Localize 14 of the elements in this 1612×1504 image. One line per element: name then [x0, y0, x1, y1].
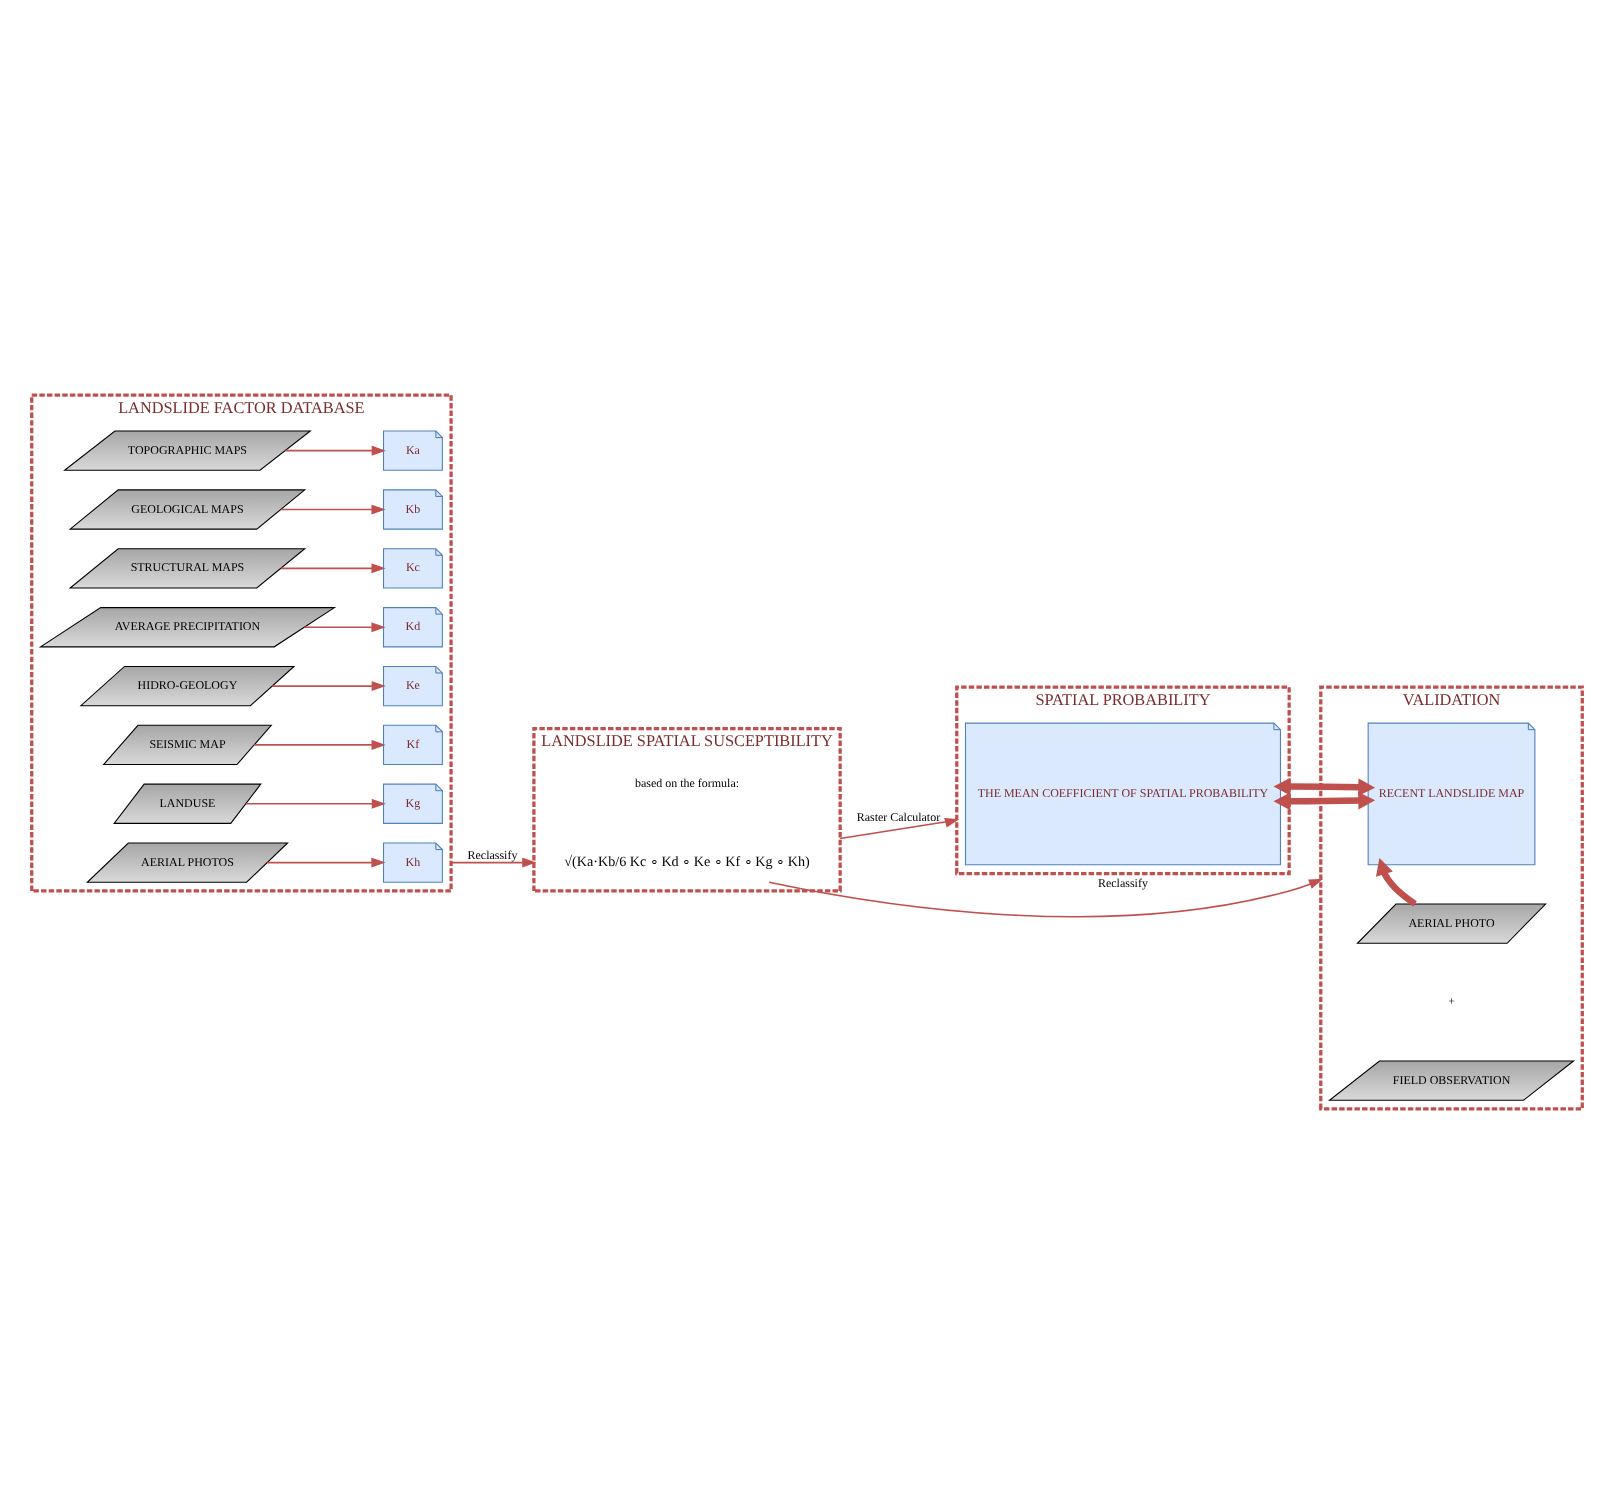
arrow — [279, 563, 385, 574]
arrow — [449, 857, 536, 868]
arrow — [283, 445, 385, 456]
arrow — [838, 818, 959, 840]
arrow — [244, 798, 385, 809]
arrow — [302, 622, 385, 633]
arrow — [767, 878, 1323, 918]
arrow — [279, 504, 385, 515]
arrow — [265, 857, 385, 868]
arrow — [1272, 777, 1375, 797]
arrow — [1272, 791, 1375, 811]
arrow — [270, 681, 385, 692]
arrow — [1374, 858, 1416, 907]
arrow — [252, 739, 385, 750]
